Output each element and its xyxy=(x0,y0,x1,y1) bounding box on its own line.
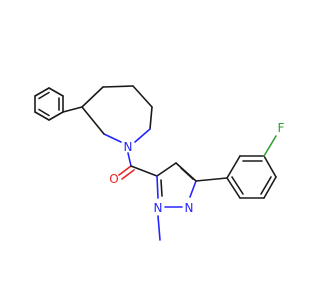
n-methyl-bond xyxy=(157,215,161,241)
molecule-structure: N O N N F xyxy=(34,85,285,241)
azepane-n-bond xyxy=(103,133,122,143)
azepane-n-bond xyxy=(134,128,151,143)
azepane-bond xyxy=(132,85,153,108)
azepane-nitrogen-label: N xyxy=(124,140,133,154)
structure-canvas: N O N N F xyxy=(34,85,285,241)
carbonyl-double-bond xyxy=(118,165,132,176)
fluorophenyl-bond xyxy=(226,177,241,199)
azepane-bond xyxy=(81,86,104,108)
azepane-ring xyxy=(81,85,153,143)
fluorophenyl-bond xyxy=(226,155,241,179)
pyrazole-double-bond xyxy=(180,167,194,180)
pyrazole-aryl-bond xyxy=(195,177,228,182)
pyrazole-n-bond xyxy=(156,175,159,199)
phenyl-bond xyxy=(48,87,64,97)
phenyl-azepane-bond xyxy=(62,106,83,113)
phenyl-double-bond xyxy=(38,108,50,117)
azepane-bond xyxy=(149,106,153,130)
carbonyl-double-bond xyxy=(121,169,135,180)
amide-n-c-bond xyxy=(127,152,132,167)
pyrazole-n-bond xyxy=(189,180,197,198)
fluorine-label: F xyxy=(278,121,285,135)
phenyl-double-bond xyxy=(38,91,50,100)
fluorophenyl-bond xyxy=(263,155,277,178)
phenyl-ring xyxy=(34,87,64,121)
phenyl-bond xyxy=(34,87,50,97)
pyrazole-bond xyxy=(156,162,177,177)
fluorophenyl-double-bond xyxy=(260,176,272,195)
carbonyl-oxygen-label: O xyxy=(109,172,118,186)
phenyl-bond xyxy=(48,111,64,121)
fluorophenyl-ring xyxy=(226,155,277,199)
carbonyl-pyrazole-bond xyxy=(130,165,158,177)
c-f-bond xyxy=(263,135,277,157)
pyrazole-n2-label: N xyxy=(185,201,194,215)
phenyl-bond xyxy=(34,111,50,121)
fluorophenyl-bond xyxy=(263,176,277,199)
pyrazole-double-bond xyxy=(160,179,163,197)
pyrazole-ring xyxy=(156,162,197,208)
azepane-bond xyxy=(81,106,105,135)
azepane-bond xyxy=(102,85,134,88)
fluorophenyl-double-bond xyxy=(231,176,244,195)
pyrazole-n1-label: N xyxy=(154,201,163,215)
